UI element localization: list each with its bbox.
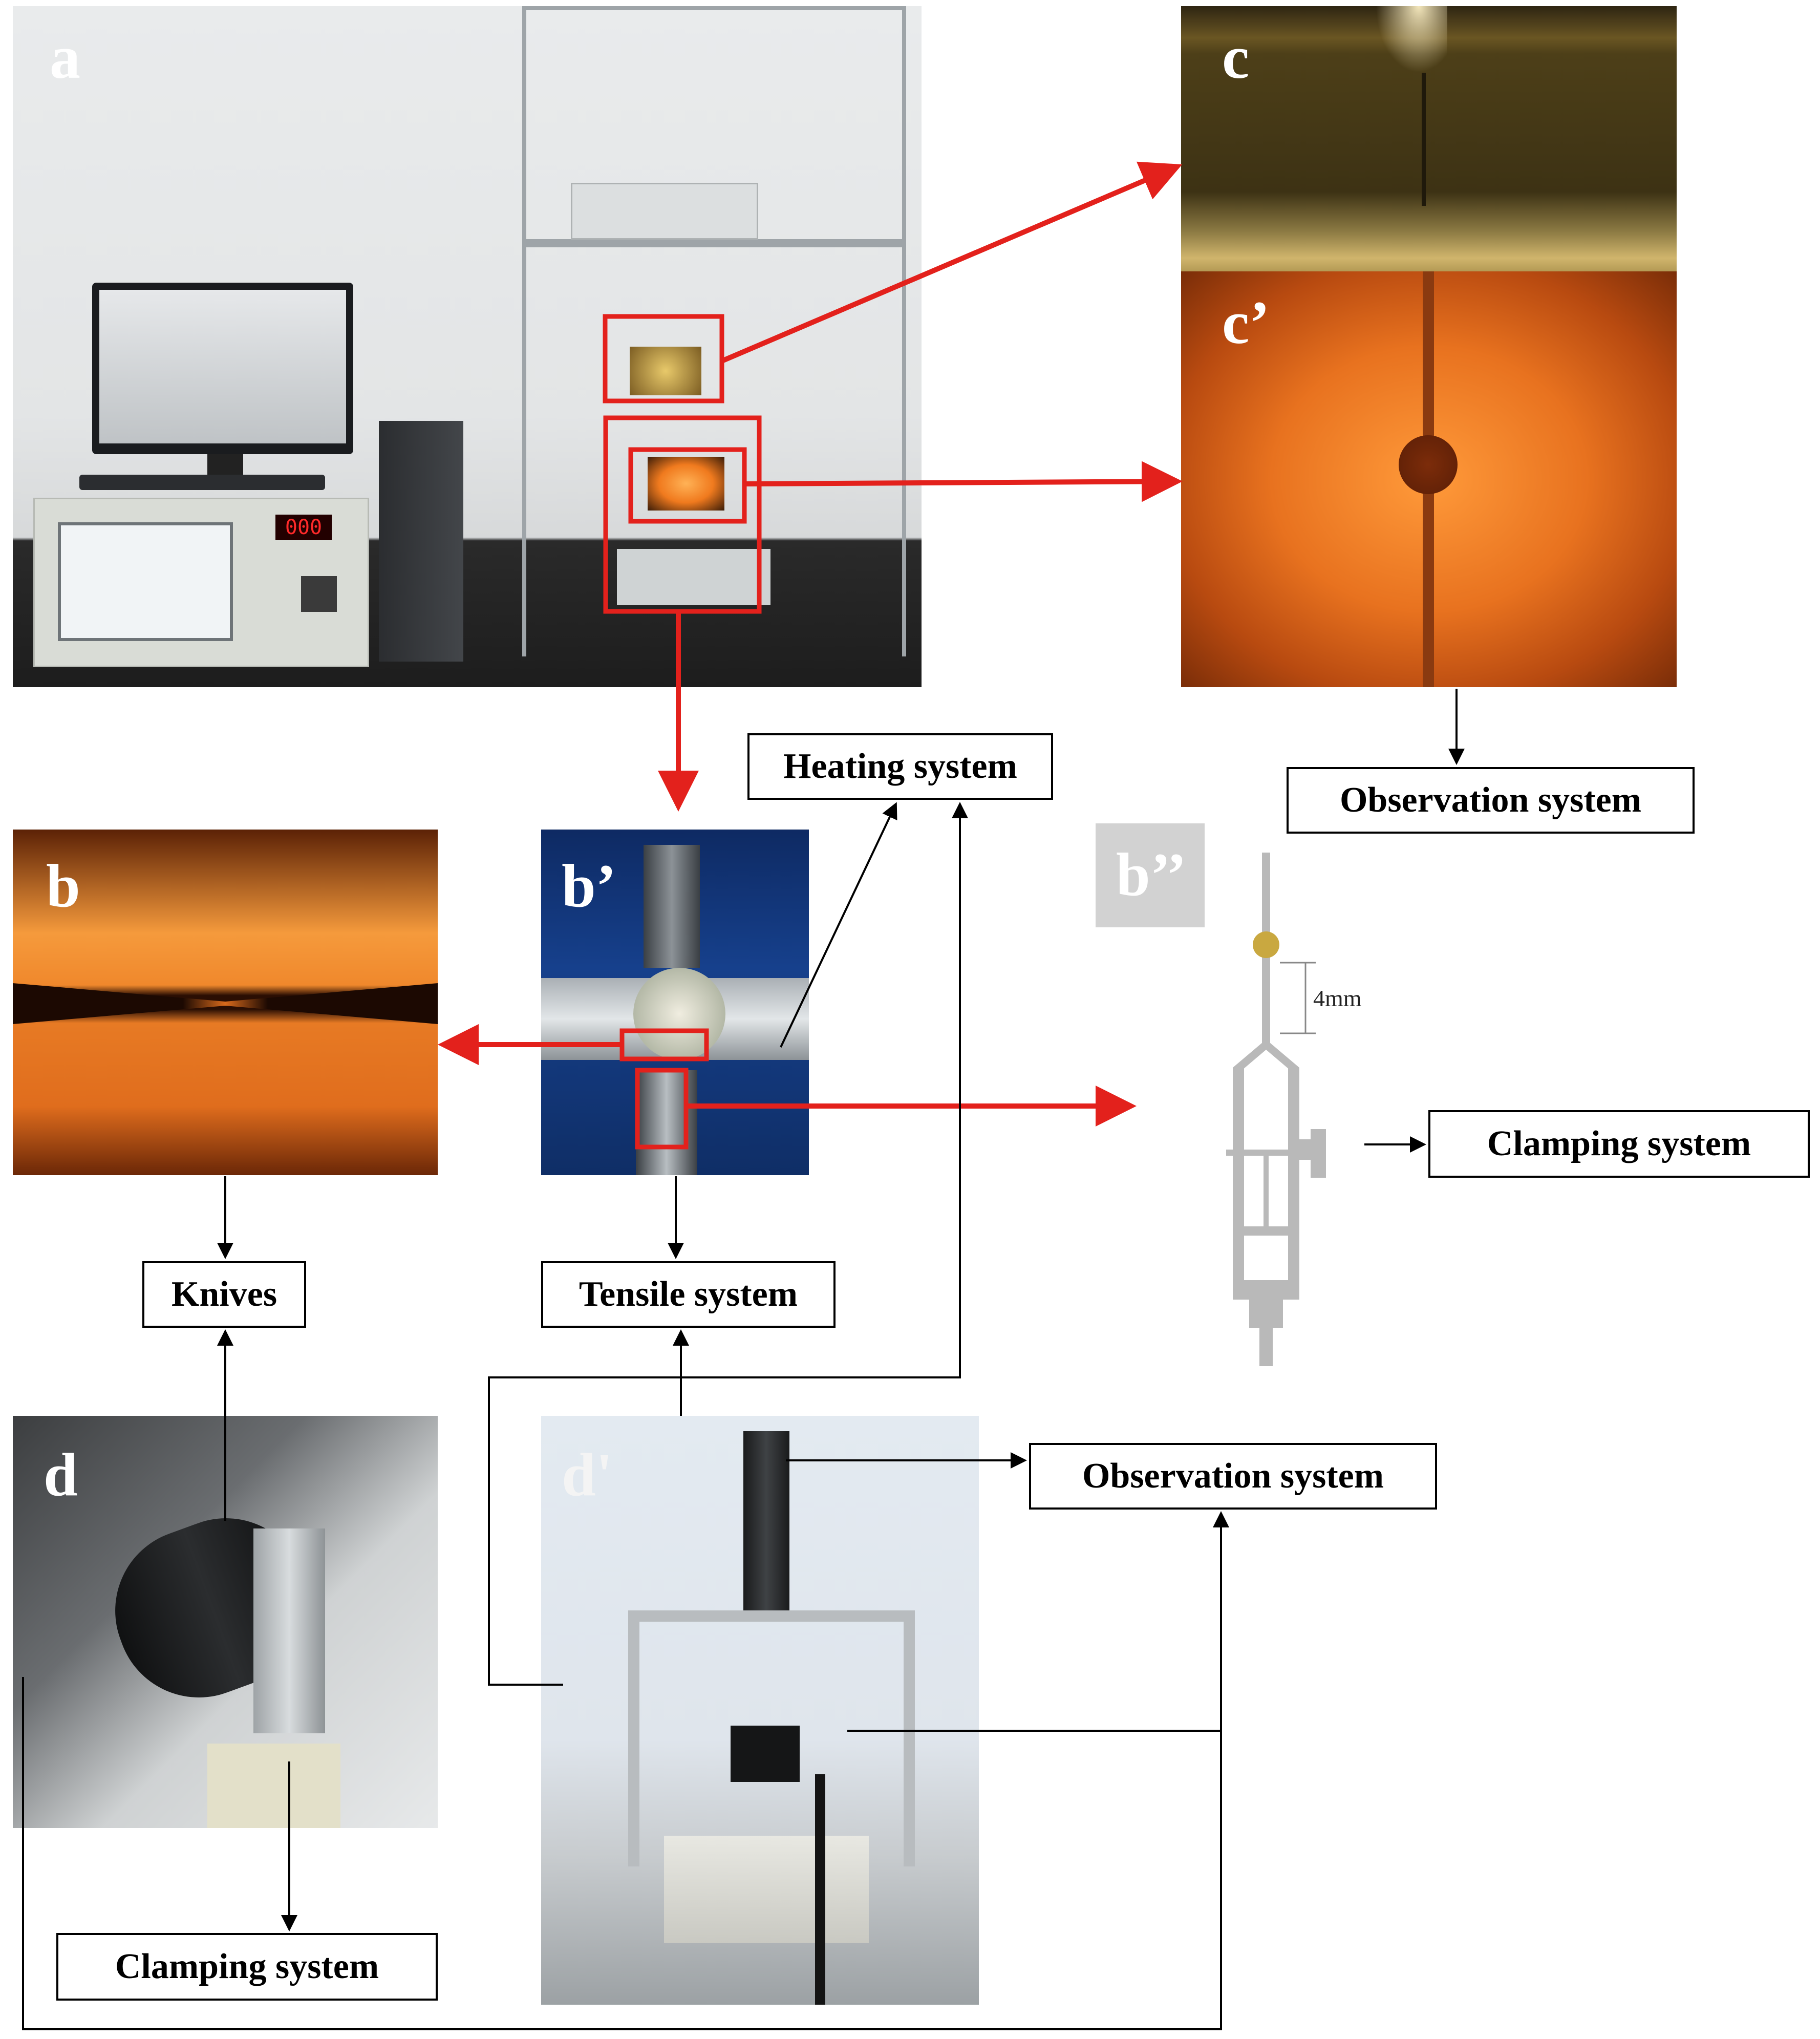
panel-c-prime-image: c’ <box>1181 271 1677 687</box>
clamp-inner-spring <box>1264 1156 1269 1233</box>
cabinet-frame <box>522 6 906 656</box>
digital-display: 000 <box>275 515 332 540</box>
panel-a-photo: 000 a <box>13 6 922 687</box>
observation-system-box-top: Observation system <box>1287 767 1695 834</box>
heating-system-box: Heating system <box>747 733 1053 800</box>
clamp-crossbar <box>1226 1150 1308 1156</box>
chamber-window <box>633 968 725 1060</box>
droplet <box>1399 435 1458 494</box>
knives-box: Knives <box>142 1261 306 1328</box>
top-controller <box>571 183 758 240</box>
clamp-foot <box>1249 1300 1283 1328</box>
panel-c-image: c <box>1181 6 1677 271</box>
panel-d-prime-photo: d' <box>541 1416 979 2005</box>
callout-box-knives <box>619 1028 709 1061</box>
arrow-b-prime-to-heating <box>780 802 897 1048</box>
container <box>207 1744 340 1828</box>
bead <box>1253 931 1279 958</box>
fiber-junction <box>1422 73 1426 206</box>
arrow-d-loop-to-observation <box>22 1677 1222 2030</box>
panel-label-d-prime: d' <box>562 1440 613 1509</box>
callout-box-heating <box>628 447 747 524</box>
callout-box-clamp <box>635 1068 689 1150</box>
callout-box-camera <box>603 314 724 403</box>
red-arrow-to-c <box>721 161 1183 364</box>
tensile-system-box: Tensile system <box>541 1261 836 1328</box>
dimension-label: 4mm <box>1313 985 1362 1011</box>
keyboard <box>79 475 325 490</box>
cabinet-shelf <box>522 239 906 247</box>
panel-label-a: a <box>50 23 80 91</box>
panel-label-b-prime: b’ <box>562 852 616 920</box>
callout-box-chamber <box>603 415 762 614</box>
panel-label-c-prime: c’ <box>1222 288 1270 356</box>
balance <box>664 1836 869 1943</box>
cable <box>815 1774 825 2005</box>
camera-housing <box>630 347 701 395</box>
upper-fixture <box>644 845 700 968</box>
dimension-marker <box>1280 962 1316 1034</box>
clamp-right-wall <box>1288 1068 1299 1280</box>
panel-label-c: c <box>1222 23 1250 91</box>
clamp-inner-plate <box>1244 1226 1288 1236</box>
clamp-knob <box>1311 1129 1326 1178</box>
panel-b-prime-photo: b’ <box>541 830 809 1175</box>
clamp-schematic <box>1226 853 1326 1366</box>
clamp-left-wall <box>1233 1068 1244 1280</box>
top-camera <box>743 1431 789 1616</box>
clamping-system-box-bottom: Clamping system <box>56 1933 438 2001</box>
monitor-screen <box>99 290 346 443</box>
clamp-base <box>1233 1280 1299 1300</box>
clamp-body <box>253 1528 325 1733</box>
balance-base <box>617 549 770 605</box>
observation-system-box-mid: Observation system <box>1029 1443 1437 1510</box>
monitor <box>92 283 353 454</box>
panel-label-b-double-prime: b’’ <box>1116 840 1187 908</box>
clamp-stem <box>1259 1328 1273 1366</box>
controller-screen <box>58 522 233 641</box>
controller-unit: 000 <box>33 498 369 667</box>
arrow-d-prime-camera-to-observation <box>847 1511 1229 1732</box>
red-arrow-to-c-prime <box>744 461 1183 502</box>
rig-frame <box>628 1610 915 1866</box>
heating-glow <box>648 457 724 511</box>
arrow-d-prime-to-heating <box>488 802 968 1686</box>
panel-b-image: b <box>13 830 438 1175</box>
panel-label-badge-b-double-prime: b’’ <box>1096 823 1205 927</box>
clamping-system-box-right: Clamping system <box>1428 1110 1810 1178</box>
panel-label-d: d <box>44 1440 78 1509</box>
light-reflection <box>1376 6 1447 73</box>
middle-camera <box>731 1726 800 1782</box>
pc-tower <box>379 421 463 662</box>
panel-label-b: b <box>46 852 80 920</box>
temperature-controller <box>301 576 337 612</box>
